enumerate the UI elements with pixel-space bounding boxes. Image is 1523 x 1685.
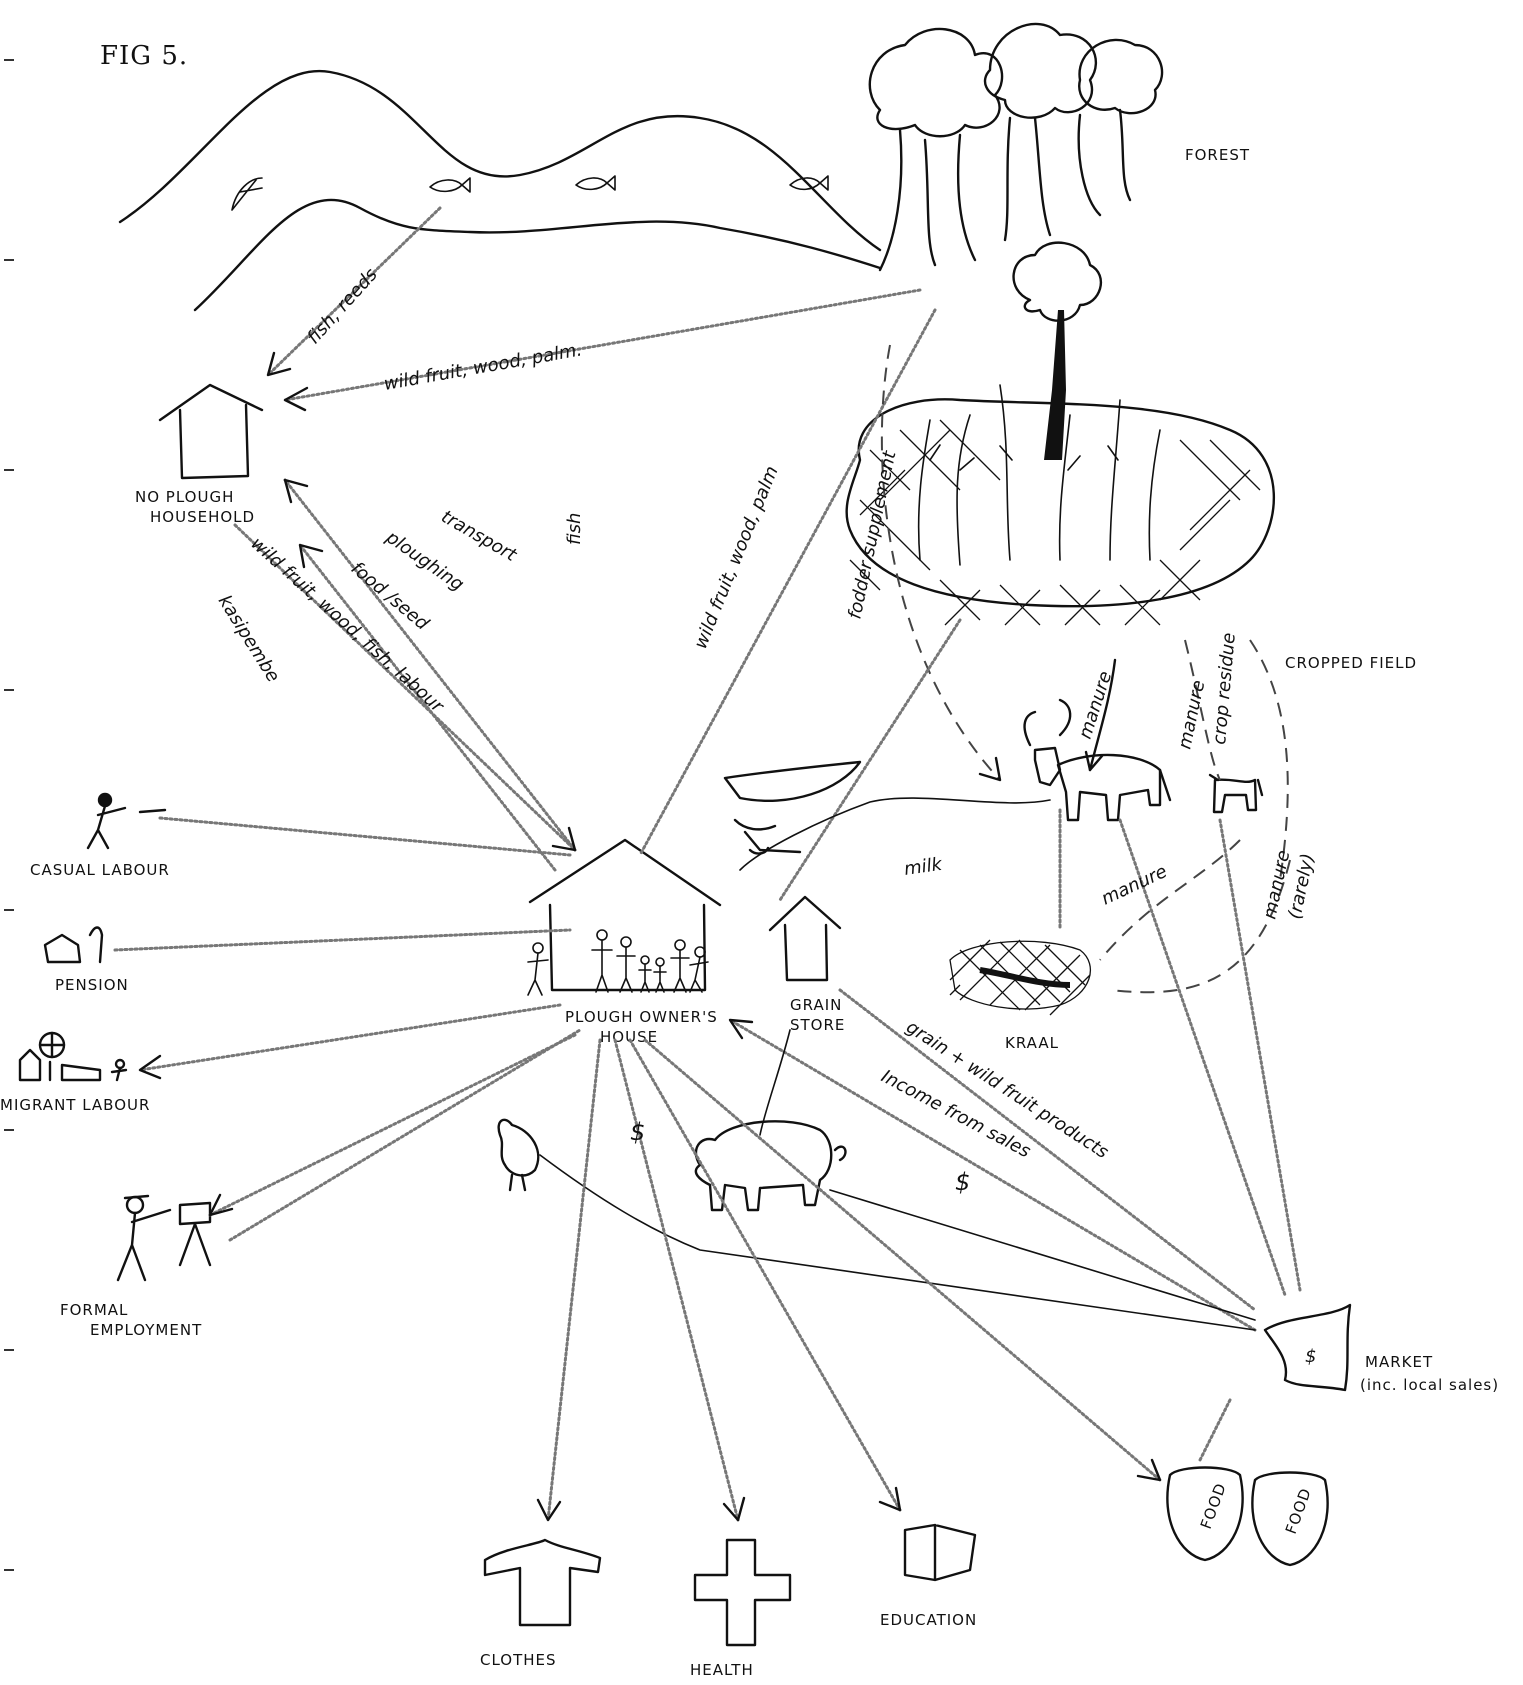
education-icon [905, 1525, 975, 1580]
grain-store-icon [770, 897, 840, 980]
plough-owners-house-icon [530, 840, 720, 990]
migrant-labour-label: MIGRANT LABOUR [0, 1096, 150, 1114]
flow-label-wild-fruit-wood-palm-mid: wild fruit, wood, palm [690, 463, 783, 652]
migrant-labour-icon [20, 1033, 126, 1080]
grain-store-label-2: STORE [790, 1016, 845, 1034]
casual-labour-label: CASUAL LABOUR [30, 861, 170, 879]
clothes-label: CLOTHES [480, 1651, 557, 1669]
food-label-1: FOOD [1197, 1480, 1230, 1531]
family-icon [528, 930, 708, 995]
market-dollar: $ [1305, 1346, 1316, 1367]
health-label: HEALTH [690, 1661, 754, 1679]
flow-label-crop-residue: crop residue [1209, 632, 1240, 746]
flow-label-manure-1: manure [1075, 669, 1117, 742]
formal-employment-label-1: FORMAL [60, 1301, 128, 1319]
pension-label: PENSION [55, 976, 129, 994]
margin-marks [4, 60, 14, 1570]
education-label: EDUCATION [880, 1611, 977, 1629]
figure-title: FIG 5. [100, 41, 188, 71]
forest-icon [870, 24, 1162, 270]
flow-label-fish: fish [564, 513, 585, 545]
flow-label-fish-reeds: fish, reeds [303, 264, 382, 348]
formal-employment-label-2: EMPLOYMENT [90, 1321, 202, 1339]
plough-owners-house-label-1: PLOUGH OWNER'S [565, 1008, 718, 1026]
no-plough-house-icon [160, 385, 262, 478]
flow-label-dollar-2: $ [955, 1168, 970, 1196]
clothes-icon [485, 1540, 600, 1625]
kraal-icon [950, 940, 1090, 1015]
flow-label-transport: transport [438, 506, 521, 566]
flow-label-milk: milk [903, 854, 945, 880]
river [120, 71, 880, 310]
flow-label-dollar-1: $ [630, 1118, 645, 1146]
cropped-field-label: CROPPED FIELD [1285, 654, 1417, 672]
flow-label-kasipembe: kasipembe [214, 592, 284, 687]
no-plough-household-label-1: NO PLOUGH [135, 488, 234, 506]
flow-arrows [115, 208, 1300, 1520]
flow-label-manure-2: manure [1174, 678, 1209, 751]
casual-labour-icon [88, 794, 165, 848]
no-plough-household-label-2: HOUSEHOLD [150, 508, 255, 526]
market-label-2: (inc. local sales) [1360, 1376, 1499, 1394]
grain-store-label-1: GRAIN [790, 996, 842, 1014]
cropped-field [847, 243, 1274, 625]
health-icon [695, 1540, 790, 1645]
chicken-icon [499, 1120, 539, 1190]
flow-label-wild-fruit-wood-palm: wild fruit, wood, palm. [382, 339, 583, 395]
formal-employment-icon [118, 1196, 210, 1280]
forest-label: FOREST [1185, 146, 1250, 164]
kraal-label: KRAAL [1005, 1034, 1059, 1052]
tree-icon [1014, 243, 1101, 460]
food-label-2: FOOD [1282, 1485, 1315, 1536]
pension-icon [45, 928, 102, 963]
canoe-icon [725, 762, 860, 801]
fish-icon [232, 176, 828, 210]
market-label-1: MARKET [1365, 1353, 1433, 1371]
